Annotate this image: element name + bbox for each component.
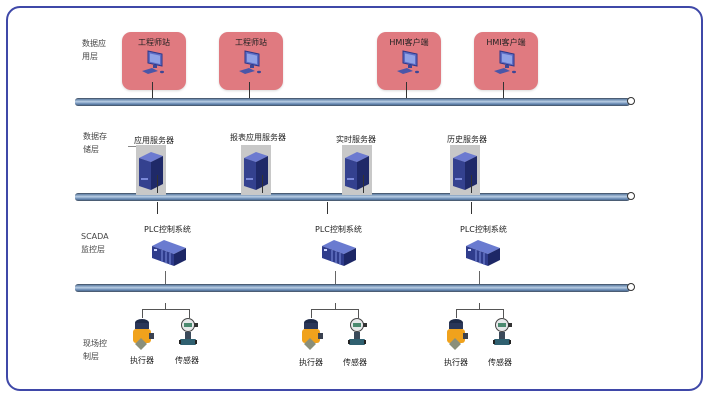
server-icon — [244, 152, 268, 190]
connector-line — [142, 309, 143, 318]
sensor-label: 传感器 — [343, 358, 367, 367]
bus-end-cap — [627, 192, 635, 200]
station-hmi-2[interactable]: HMI客户端 — [474, 32, 538, 90]
plc-system-2[interactable] — [320, 238, 358, 268]
sensor-2[interactable] — [347, 318, 369, 354]
connector-line — [327, 202, 328, 214]
server-label: 报表应用服务器 — [230, 133, 286, 142]
plc-system-3[interactable] — [464, 238, 502, 268]
layer-label-application: 数据应 用层 — [82, 39, 106, 61]
plc-system-1[interactable] — [150, 238, 188, 268]
server-report[interactable] — [241, 145, 271, 195]
connector-line — [157, 175, 158, 193]
connector-line — [165, 271, 166, 284]
connector-line — [503, 82, 504, 98]
station-label: HMI客户端 — [389, 38, 429, 47]
layer-label-storage: 数据存 储层 — [83, 132, 107, 154]
station-label: 工程师站 — [138, 38, 170, 47]
layer-label-scada: SCADA 监控层 — [81, 232, 109, 254]
actuator-2[interactable] — [299, 318, 325, 356]
actuator-label: 执行器 — [299, 358, 323, 367]
connector-line — [262, 175, 263, 193]
bracket-line — [456, 309, 503, 310]
connector-line — [165, 303, 166, 309]
sensor-3[interactable] — [492, 318, 514, 354]
connector-line — [471, 202, 472, 214]
connector-line — [503, 309, 504, 318]
bus-end-cap — [627, 283, 635, 291]
server-label: 历史服务器 — [447, 135, 487, 144]
station-hmi-1[interactable]: HMI客户端 — [377, 32, 441, 90]
sensor-icon — [493, 318, 512, 345]
bus-scada — [75, 284, 630, 292]
plc-icon — [322, 240, 356, 266]
connector-line — [157, 202, 158, 214]
plc-label: PLC控制系统 — [144, 225, 191, 234]
layer-label-field: 现场控 制层 — [83, 339, 107, 361]
sensor-icon — [348, 318, 367, 345]
bus-end-cap — [627, 97, 635, 105]
bracket-line — [142, 309, 189, 310]
plc-label: PLC控制系统 — [460, 225, 507, 234]
server-application[interactable] — [136, 145, 166, 195]
connector-line — [311, 309, 312, 318]
computer-icon — [494, 50, 516, 74]
actuator-1[interactable] — [130, 318, 156, 356]
server-icon — [345, 152, 369, 190]
bracket-line — [311, 309, 358, 310]
connector-line — [363, 175, 364, 193]
connector-line — [152, 82, 153, 98]
server-realtime[interactable] — [342, 145, 372, 195]
server-history[interactable] — [450, 145, 480, 195]
actuator-3[interactable] — [444, 318, 470, 356]
computer-icon — [142, 50, 164, 74]
connector-line — [335, 303, 336, 309]
connector-line — [479, 303, 480, 309]
connector-line — [479, 271, 480, 284]
connector-line — [471, 175, 472, 193]
plc-icon — [152, 240, 186, 266]
station-label: 工程师站 — [235, 38, 267, 47]
sensor-label: 传感器 — [175, 356, 199, 365]
connector-line — [456, 309, 457, 318]
station-engineer-1[interactable]: 工程师站 — [122, 32, 186, 90]
sensor-icon — [179, 318, 198, 345]
server-icon — [139, 152, 163, 190]
connector-line — [335, 271, 336, 284]
server-icon — [453, 152, 477, 190]
plc-label: PLC控制系统 — [315, 225, 362, 234]
actuator-label: 执行器 — [130, 356, 154, 365]
connector-line — [249, 82, 250, 98]
computer-icon — [397, 50, 419, 74]
plc-icon — [466, 240, 500, 266]
station-label: HMI客户端 — [486, 38, 526, 47]
station-engineer-2[interactable]: 工程师站 — [219, 32, 283, 90]
computer-icon — [239, 50, 261, 74]
sensor-label: 传感器 — [488, 358, 512, 367]
connector-line — [189, 309, 190, 318]
connector-line — [358, 309, 359, 318]
actuator-icon — [447, 319, 468, 350]
server-label: 应用服务器 — [134, 136, 174, 145]
actuator-icon — [133, 319, 154, 350]
connector-line — [406, 82, 407, 98]
sensor-1[interactable] — [178, 318, 200, 354]
actuator-icon — [302, 319, 323, 350]
bus-application — [75, 98, 630, 106]
server-label: 实时服务器 — [336, 135, 376, 144]
actuator-label: 执行器 — [444, 358, 468, 367]
